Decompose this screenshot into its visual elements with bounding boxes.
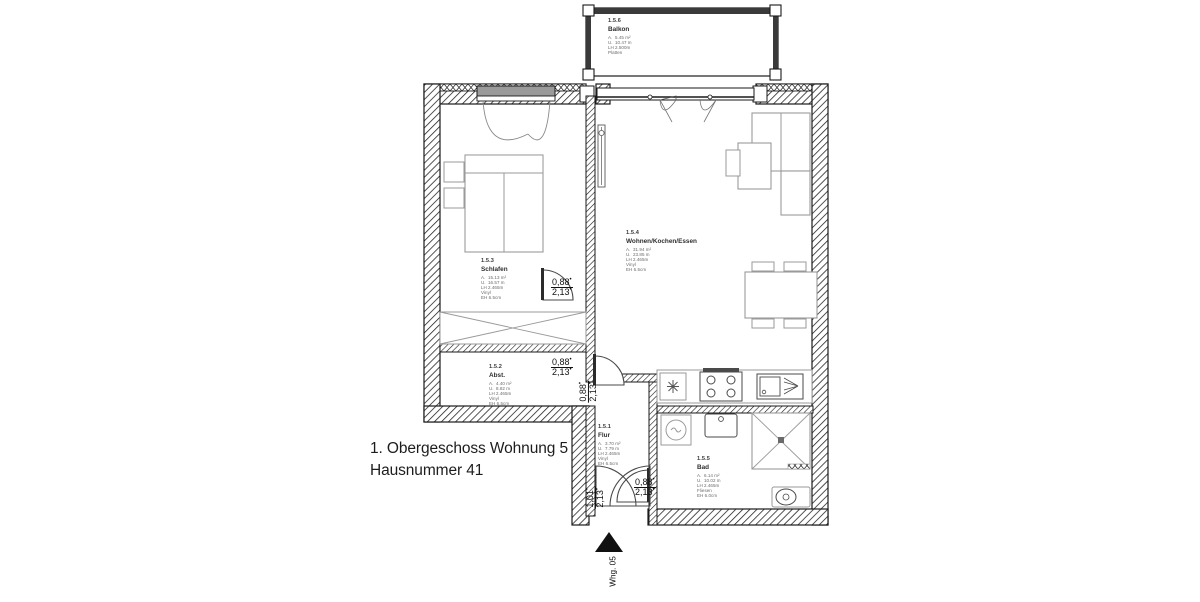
balcony-outline xyxy=(582,4,782,81)
door-swings xyxy=(541,268,651,507)
room-label-wohnen-kochen-essen: 1.5.4 Wohnen/Kochen/Essen A.31.94 m² U.2… xyxy=(626,230,697,272)
door-dim-flur: 0,88• 2,13• xyxy=(577,381,599,403)
title-line-2: Hausnummer 41 xyxy=(370,462,484,479)
room-label-schlafen: 1.5.3 Schlafen A.15.13 m² U.16.57 m LH2.… xyxy=(481,258,508,300)
door-dim-abst: 0,88• 2,13• xyxy=(551,357,573,378)
shower-icon xyxy=(751,412,811,470)
fridge-icon xyxy=(667,380,679,393)
door-dim-entrance: 1,01• 2,13• xyxy=(584,487,606,509)
interior-walls xyxy=(439,95,814,526)
bed-furniture xyxy=(443,154,544,253)
door-dim-schlafen: 0,88• 2,13• xyxy=(551,277,573,298)
dining-table-furniture xyxy=(744,261,818,329)
page-title: 1. Obergeschoss Wohnung 5 Hausnummer 41 xyxy=(370,438,568,482)
room-label-bad: 1.5.5 Bad A.6.14 m² U.10.02 m LH2.465m F… xyxy=(697,456,721,498)
entrance-arrow-icon xyxy=(595,532,623,552)
kitchen-counter xyxy=(656,368,813,404)
sofa-furniture xyxy=(725,112,811,216)
room-label-flur: 1.5.1 Flur A.3.70 m² U.7.79 m LH2.465m V… xyxy=(598,424,621,466)
door-dim-bad: 0,88• 2,13• xyxy=(634,477,656,498)
storage-room-crossmark xyxy=(439,311,587,345)
toilet-icon xyxy=(771,486,811,508)
washbasin-icon xyxy=(704,413,738,438)
window-balcony-door xyxy=(476,85,755,141)
entrance-label: Whg. 05 xyxy=(608,556,618,587)
cooktop-icon xyxy=(699,368,743,402)
radiator xyxy=(597,124,606,188)
title-line-1: 1. Obergeschoss Wohnung 5 xyxy=(370,440,568,457)
washing-machine-icon xyxy=(660,414,692,446)
room-label-abst: 1.5.2 Abst. A.4.40 m² U.8.82 m LH2.465m … xyxy=(489,364,512,406)
sink-icon xyxy=(756,373,804,400)
bathroom-fixtures xyxy=(660,412,811,508)
room-label-balkon: 1.5.6 Balkon A.5.45 m² U.10.47 m LH2.500… xyxy=(608,18,632,55)
